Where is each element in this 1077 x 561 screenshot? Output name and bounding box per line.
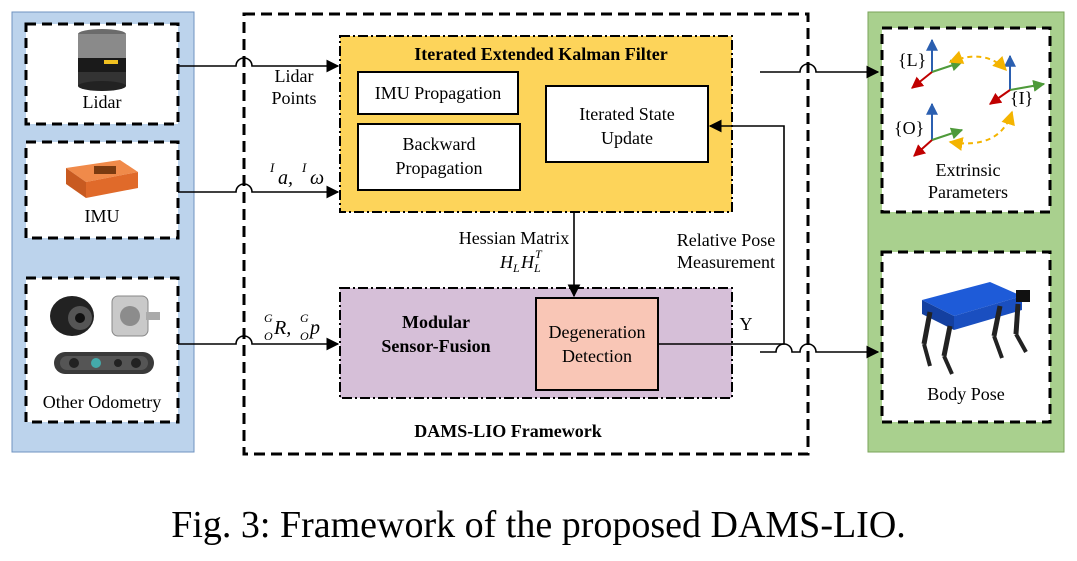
framework-box [242,12,810,456]
svg-text:a,: a, [278,167,293,189]
backward-propagation-box [357,123,521,191]
transform-o-i-arrow [948,110,1015,151]
hessian-formula: H L H L T [499,247,543,275]
svg-text:T: T [535,247,543,261]
svg-text:I: I [301,160,307,175]
svg-text:R,: R, [273,317,291,339]
degeneration-detection-box [535,297,659,391]
odometry-sensor-label: Other Odometry [43,392,161,412]
relative-pose-label-line2: Measurement [677,252,775,272]
svg-text:O: O [264,329,273,343]
hessian-label-line1: Hessian Matrix [459,228,569,248]
y-output-label: Y [740,314,753,334]
extrinsic-label-line1: Extrinsic [936,160,1001,180]
frame-l-label: {L} [898,50,926,70]
quadruped-robot-icon [921,282,1030,375]
body-pose-label: Body Pose [927,384,1005,404]
degeneration-detection-label-line1: Degeneration [549,322,646,342]
imu-data-arrow [178,183,340,199]
iekf-title: Iterated Extended Kalman Filter [414,44,667,64]
iterated-state-update-box [545,85,709,163]
body-pose-output-arrow [760,343,880,359]
relative-pose-label-line1: Relative Pose [677,230,775,250]
framework-label: DAMS-LIO Framework [414,421,601,441]
svg-text:G: G [300,311,309,325]
svg-text:G: G [264,311,273,325]
imu-sensor-box: IMU [24,140,180,240]
lidar-points-arrow [178,57,340,73]
backward-propagation-label-line2: Propagation [396,158,483,178]
svg-text:p: p [308,317,320,339]
svg-text:L: L [533,261,541,275]
transform-l-i-arrow [948,50,1007,72]
imu-propagation-box [357,71,519,115]
backward-propagation-label-line1: Backward [403,134,476,154]
lidar-sensor-box: Lidar [24,22,180,126]
extrinsic-box: {L} {I} {O} Extrinsic Parameters [880,26,1052,214]
camera-icon [50,296,94,336]
lidar-icon [78,29,126,91]
svg-text:O: O [300,329,309,343]
lidar-sensor-label: Lidar [83,92,122,112]
iterated-state-update-label-line1: Iterated State [579,104,674,124]
odometry-data-arrow [178,335,340,351]
relative-pose-feedback-arrow [658,119,785,345]
svg-text:L: L [512,261,520,275]
odometry-sensor-box: Other Odometry [24,276,180,424]
extrinsic-output-arrow [760,63,880,79]
svg-text:H: H [520,252,535,272]
iterated-state-update-label-line2: Update [601,128,653,148]
imu-icon [66,160,138,198]
depth-camera-icon [54,352,154,374]
sensor-fusion-label-line2: Sensor-Fusion [381,336,490,356]
extrinsic-label-line2: Parameters [928,182,1008,202]
sensor-fusion-label-line1: Modular [402,312,470,332]
frame-o-label: {O} [894,118,924,138]
svg-text:ω: ω [310,167,324,189]
lidar-points-label-line1: Lidar [275,66,314,86]
imu-input-label: I a, I ω [269,160,324,189]
imu-propagation-label: IMU Propagation [375,83,501,103]
odometry-input-label: G O R, G O p [264,311,320,343]
svg-text:I: I [269,160,275,175]
frame-i-label: {I} [1010,88,1033,108]
imu-sensor-label: IMU [85,206,120,226]
lidar-points-label-line2: Points [271,88,316,108]
frame-i-axes-icon [989,54,1046,105]
figure-caption: Fig. 3: Framework of the proposed DAMS-L… [171,504,906,546]
svg-text:H: H [499,252,514,272]
body-pose-box: Body Pose [880,250,1052,424]
encoder-icon [111,295,160,337]
degeneration-detection-label-line2: Detection [562,346,632,366]
